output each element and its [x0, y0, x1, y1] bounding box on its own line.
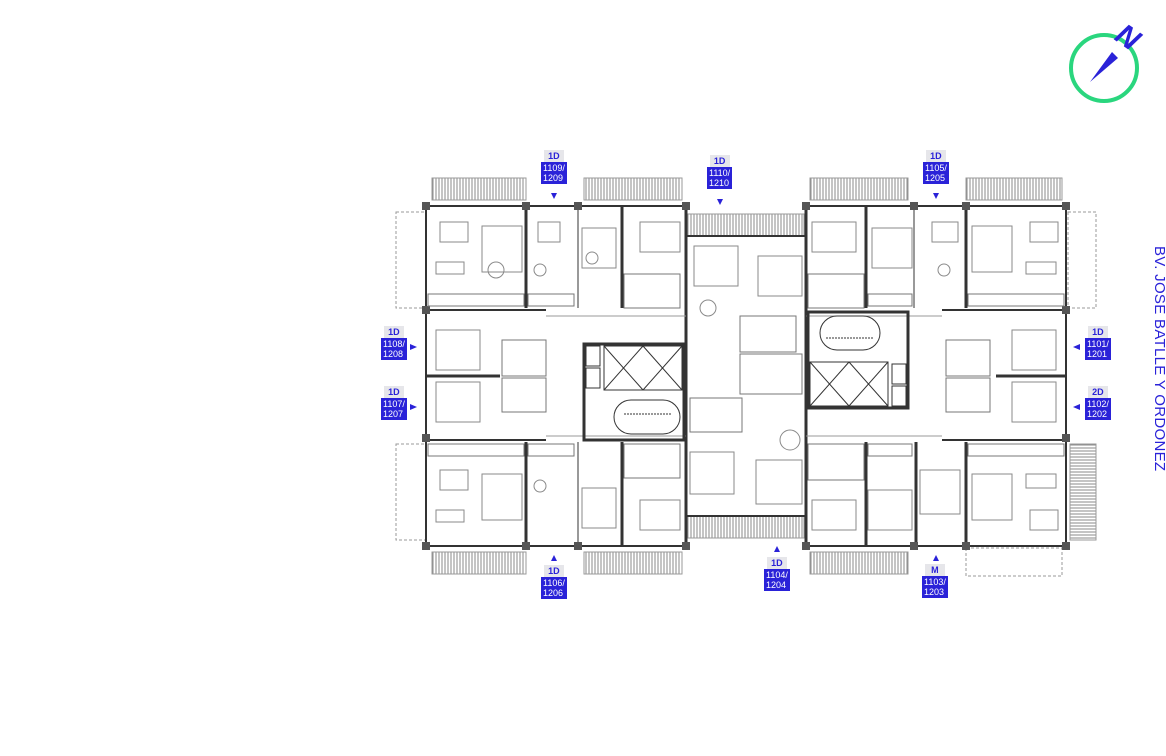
unit-number: 1108/ 1208: [381, 338, 407, 360]
north-compass-icon: N: [1069, 18, 1147, 103]
unit-type: 1D: [1087, 326, 1108, 338]
unit-type: 1D: [543, 150, 564, 162]
balcony-railings: [431, 177, 1097, 575]
unit-type: 1D: [766, 557, 787, 569]
unit-number: 1105/ 1205: [923, 162, 949, 184]
building-shell: [425, 205, 1067, 547]
unit-tag-1105[interactable]: 1D 1105/ 1205: [923, 150, 949, 184]
unit-tag-1107[interactable]: 1D 1107/ 1207: [381, 386, 407, 420]
unit-type: 1D: [543, 565, 564, 577]
unit-number: 1102/ 1202: [1085, 398, 1111, 420]
unit-number: 1103/ 1203: [922, 576, 948, 598]
unit-tag-1106[interactable]: 1D 1106/ 1206: [541, 565, 567, 599]
entry-arrow-icon: [551, 555, 557, 561]
wet-areas: [427, 273, 1065, 481]
entry-arrow-icon: [1073, 404, 1080, 410]
unit-tag-1110[interactable]: 1D 1110/ 1210: [707, 155, 733, 189]
unit-number: 1110/ 1210: [707, 167, 733, 189]
unit-tag-1104[interactable]: 1D 1104/ 1204: [764, 557, 790, 591]
unit-number: 1104/ 1204: [764, 569, 790, 591]
columns: [422, 202, 1070, 550]
street-label: BV. JOSE BATLLE Y ORDOÑEZ: [1151, 246, 1166, 472]
unit-type: 1D: [383, 326, 404, 338]
entry-arrow-icon: [1073, 344, 1080, 350]
unit-number: 1106/ 1206: [541, 577, 567, 599]
unit-tag-1101[interactable]: 1D 1101/ 1201: [1085, 326, 1111, 360]
furniture: [435, 221, 1059, 531]
unit-type: 1D: [709, 155, 730, 167]
unit-tag-1102[interactable]: 2D 1102/ 1202: [1085, 386, 1111, 420]
entry-arrow-icon: [933, 193, 939, 199]
unit-type: 1D: [925, 150, 946, 162]
unit-tag-1109[interactable]: 1D 1109/ 1209: [541, 150, 567, 184]
unit-type: 2D: [1087, 386, 1108, 398]
compass-letter: N: [1109, 18, 1147, 58]
circulation-cores: [582, 310, 910, 442]
entry-arrow-icon: [774, 546, 780, 552]
unit-tag-1103[interactable]: M 1103/ 1203: [922, 564, 948, 598]
unit-tag-1108[interactable]: 1D 1108/ 1208: [381, 326, 407, 360]
entry-arrow-icon: [410, 404, 417, 410]
unit-type: M: [924, 564, 945, 576]
entry-arrow-icon: [717, 199, 723, 205]
compass-needle: [1090, 52, 1118, 82]
entry-arrow-icon: [410, 344, 417, 350]
entry-arrow-icon: [551, 193, 557, 199]
unit-number: 1109/ 1209: [541, 162, 567, 184]
unit-type: 1D: [383, 386, 404, 398]
entry-arrow-icon: [933, 555, 939, 561]
unit-number: 1107/ 1207: [381, 398, 407, 420]
compass-ring: [1069, 33, 1139, 103]
unit-number: 1101/ 1201: [1085, 338, 1111, 360]
